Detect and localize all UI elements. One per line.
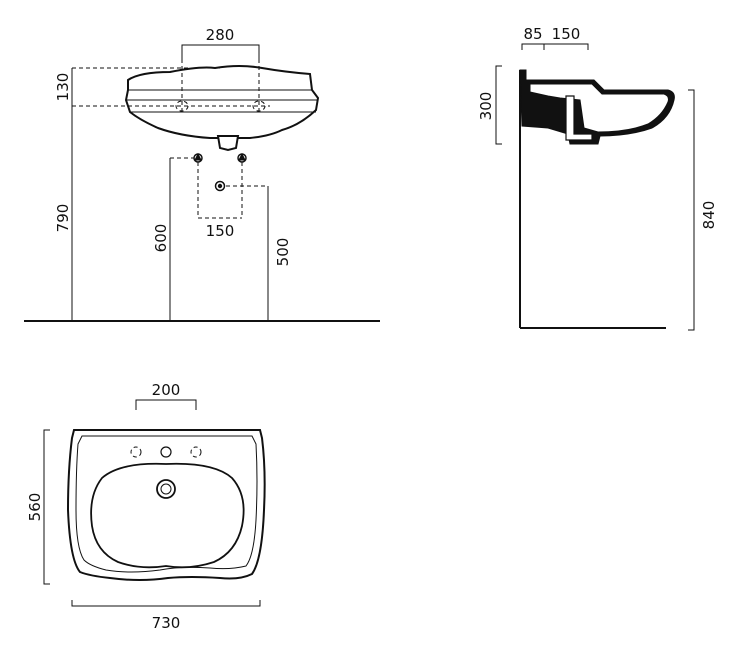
dim-280-bracket xyxy=(181,44,260,60)
dim-790-label: 790 xyxy=(54,204,72,233)
side-trap xyxy=(565,95,593,141)
dim-300-label: 300 xyxy=(477,92,495,121)
front-view: 280 130 790 150 xyxy=(24,26,380,322)
top-overflow-inner xyxy=(160,483,172,495)
top-tap-hole-right xyxy=(190,446,202,458)
dim-85-label: 85 xyxy=(523,25,542,43)
front-basin-outline xyxy=(124,65,320,139)
dim-840-label: 840 xyxy=(700,201,718,230)
dim-280-label: 280 xyxy=(206,26,235,44)
dim-130-label: 130 xyxy=(54,73,72,102)
top-overflow-hole xyxy=(156,479,176,499)
water-inlet-right-icon xyxy=(237,152,247,163)
top-basin-outline xyxy=(66,429,266,581)
dim-730-label: 730 xyxy=(152,614,181,632)
side-basin-inner xyxy=(529,83,669,133)
top-bowl xyxy=(90,462,245,569)
dim-200-bracket xyxy=(135,399,197,410)
dim-300-bracket xyxy=(495,65,502,145)
top-basin-inner-rim xyxy=(75,435,258,573)
dim-560-label: 560 xyxy=(26,493,44,522)
dim-500-label: 500 xyxy=(274,238,292,267)
dim-200-label: 200 xyxy=(152,381,181,399)
dim-730-bracket xyxy=(71,600,261,607)
top-tap-hole-center xyxy=(160,446,172,458)
water-inlet-left-icon xyxy=(193,152,203,163)
side-view: 85 150 300 840 xyxy=(477,25,718,331)
dim-150-side-label: 150 xyxy=(552,25,581,43)
dim-840-bracket xyxy=(688,89,695,331)
dim-600-label: 600 xyxy=(152,224,170,253)
dim-150-side-bracket xyxy=(544,43,589,50)
dim-85-bracket xyxy=(521,43,545,50)
dim-560-bracket xyxy=(43,429,50,585)
dim-150-front-label: 150 xyxy=(206,222,235,240)
top-view: 200 560 730 xyxy=(26,381,266,632)
waste-outlet-icon xyxy=(214,180,226,192)
top-tap-hole-left xyxy=(130,446,142,458)
front-waste-trap xyxy=(216,135,240,152)
